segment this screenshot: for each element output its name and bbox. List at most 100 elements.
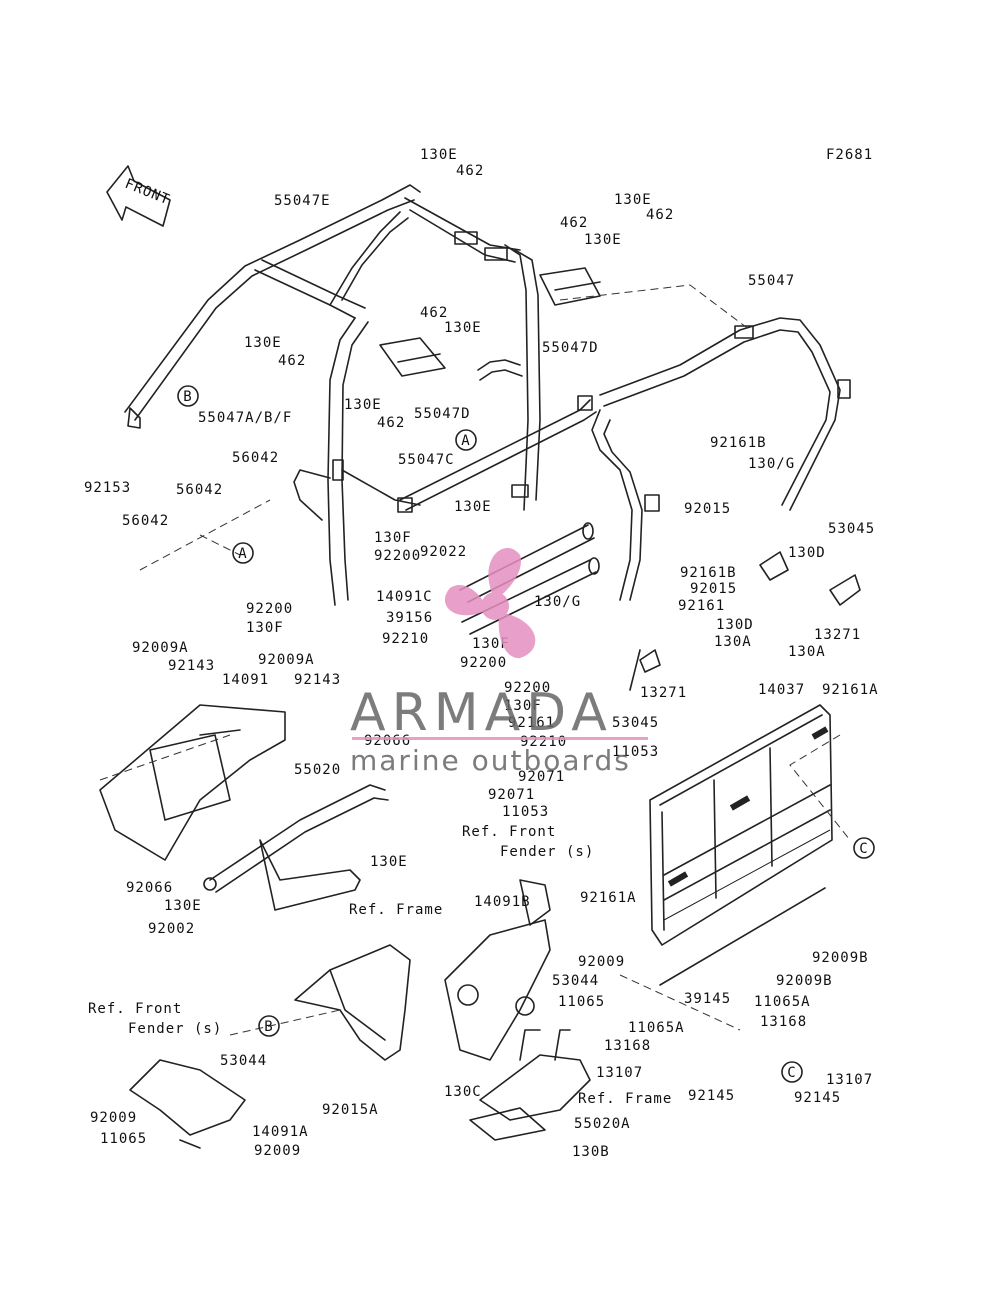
part-number-label: 53045: [828, 521, 875, 537]
part-number-label: 130E: [614, 192, 652, 208]
part-number-label: 92145: [688, 1088, 735, 1104]
front-panel: [99, 704, 286, 861]
part-number-label: 462: [456, 163, 484, 179]
part-number-label: 11065A: [628, 1020, 685, 1036]
bed-panel: [649, 704, 833, 946]
part-number-label: 14091B: [474, 894, 531, 910]
part-number-label: 92009B: [812, 950, 869, 966]
part-number-label: 92009: [578, 954, 625, 970]
callout-a-1: A: [455, 429, 477, 451]
part-number-label: 92009B: [776, 973, 833, 989]
part-number-label: 53044: [552, 973, 599, 989]
front-bumper: [203, 784, 389, 911]
part-number-label: 92161A: [822, 682, 879, 698]
part-number-label: 130E: [420, 147, 458, 163]
part-number-label: 130/G: [748, 456, 795, 472]
ref-front-fender-2-line2: Fender (s): [128, 1021, 222, 1037]
part-number-label: 130A: [788, 644, 826, 660]
callout-b-2: B: [258, 1015, 280, 1037]
part-number-label: 92161: [508, 715, 555, 731]
part-number-label: 130E: [244, 335, 282, 351]
part-number-label: 55047A/B/F: [198, 410, 292, 426]
part-number-label: 39145: [684, 991, 731, 1007]
ref-front-fender-1-line1: Ref. Front: [462, 824, 556, 840]
callout-c-2: C: [781, 1061, 803, 1083]
part-number-label: 56042: [232, 450, 279, 466]
part-number-label: 130D: [716, 617, 754, 633]
part-number-label: 92161: [678, 598, 725, 614]
part-number-label: 13107: [826, 1072, 873, 1088]
part-number-label: 13168: [760, 1014, 807, 1030]
part-number-label: 130B: [572, 1144, 610, 1160]
ref-front-fender-2-line1: Ref. Front: [88, 1001, 182, 1017]
part-number-label: 55047C: [398, 452, 455, 468]
part-number-label: 92009: [254, 1143, 301, 1159]
part-number-label: 92143: [294, 672, 341, 688]
part-number-label: 130/G: [534, 594, 581, 610]
part-number-label: 130F: [504, 698, 542, 714]
part-number-label: 130D: [788, 545, 826, 561]
front-arrow-label: FRONT: [123, 176, 173, 208]
part-number-label: 92161B: [710, 435, 767, 451]
part-number-label: 130F: [246, 620, 284, 636]
ref-front-fender-1-line2: Fender (s): [500, 844, 594, 860]
part-number-label: 13168: [604, 1038, 651, 1054]
part-number-label: 462: [278, 353, 306, 369]
part-number-label: 92002: [148, 921, 195, 937]
part-number-label: 56042: [122, 513, 169, 529]
part-number-label: 92200: [374, 548, 421, 564]
part-number-label: 55020: [294, 762, 341, 778]
bracket-55047d-upper: [539, 267, 601, 306]
callout-b-1: B: [177, 385, 199, 407]
watermark-brand: ARMADA: [350, 683, 613, 743]
part-number-label: 53045: [612, 715, 659, 731]
part-number-label: 92143: [168, 658, 215, 674]
part-number-label: 130F: [374, 530, 412, 546]
part-number-label: 92161B: [680, 565, 737, 581]
propeller-logo-icon: [444, 547, 536, 659]
leader-lines: [99, 284, 851, 1036]
part-number-label: 92015: [684, 501, 731, 517]
part-number-label: 462: [420, 305, 448, 321]
svg-text:C: C: [859, 841, 868, 857]
part-number-label: 92210: [382, 631, 429, 647]
part-number-label: 11053: [502, 804, 549, 820]
ref-frame-2: Ref. Frame: [578, 1091, 672, 1107]
part-number-label: 92066: [126, 880, 173, 896]
part-number-label: 55047D: [414, 406, 471, 422]
part-number-label: 130E: [454, 499, 492, 515]
part-number-label: 92071: [488, 787, 535, 803]
part-number-label: 92161A: [580, 890, 637, 906]
part-number-labels: 130E 462 55047E 462 130E 130E 462 130E 4…: [84, 147, 879, 1160]
part-number-label: 55020A: [574, 1116, 631, 1132]
rubber-strip: [659, 887, 826, 986]
part-number-label: 130E: [444, 320, 482, 336]
part-number-label: 92145: [794, 1090, 841, 1106]
part-number-label: 14091: [222, 672, 269, 688]
part-number-label: 462: [646, 207, 674, 223]
part-number-label: 14091C: [376, 589, 433, 605]
part-number-label: 92022: [420, 544, 467, 560]
part-number-label: 92071: [518, 769, 565, 785]
pedal-bracket: [469, 1029, 591, 1141]
latch-assembly: [629, 551, 861, 691]
part-number-label: 130F: [472, 636, 510, 652]
part-number-label: 92200: [460, 655, 507, 671]
tube-pair: [459, 522, 600, 635]
part-number-label: 13107: [596, 1065, 643, 1081]
part-number-label: 130A: [714, 634, 752, 650]
part-number-label: 11065: [100, 1131, 147, 1147]
cross-bar: [397, 395, 597, 513]
watermark: ARMADA marine outboards: [350, 547, 648, 777]
part-number-label: 130E: [344, 397, 382, 413]
watermark-accent-bar: [352, 737, 648, 740]
callout-a-2: A: [232, 542, 254, 564]
svg-text:A: A: [461, 433, 470, 449]
svg-text:A: A: [238, 546, 247, 562]
part-number-label: 92009A: [132, 640, 189, 656]
part-number-label: 92009A: [258, 652, 315, 668]
part-number-label: 13271: [640, 685, 687, 701]
fender-panel-14091a: [129, 1059, 246, 1149]
